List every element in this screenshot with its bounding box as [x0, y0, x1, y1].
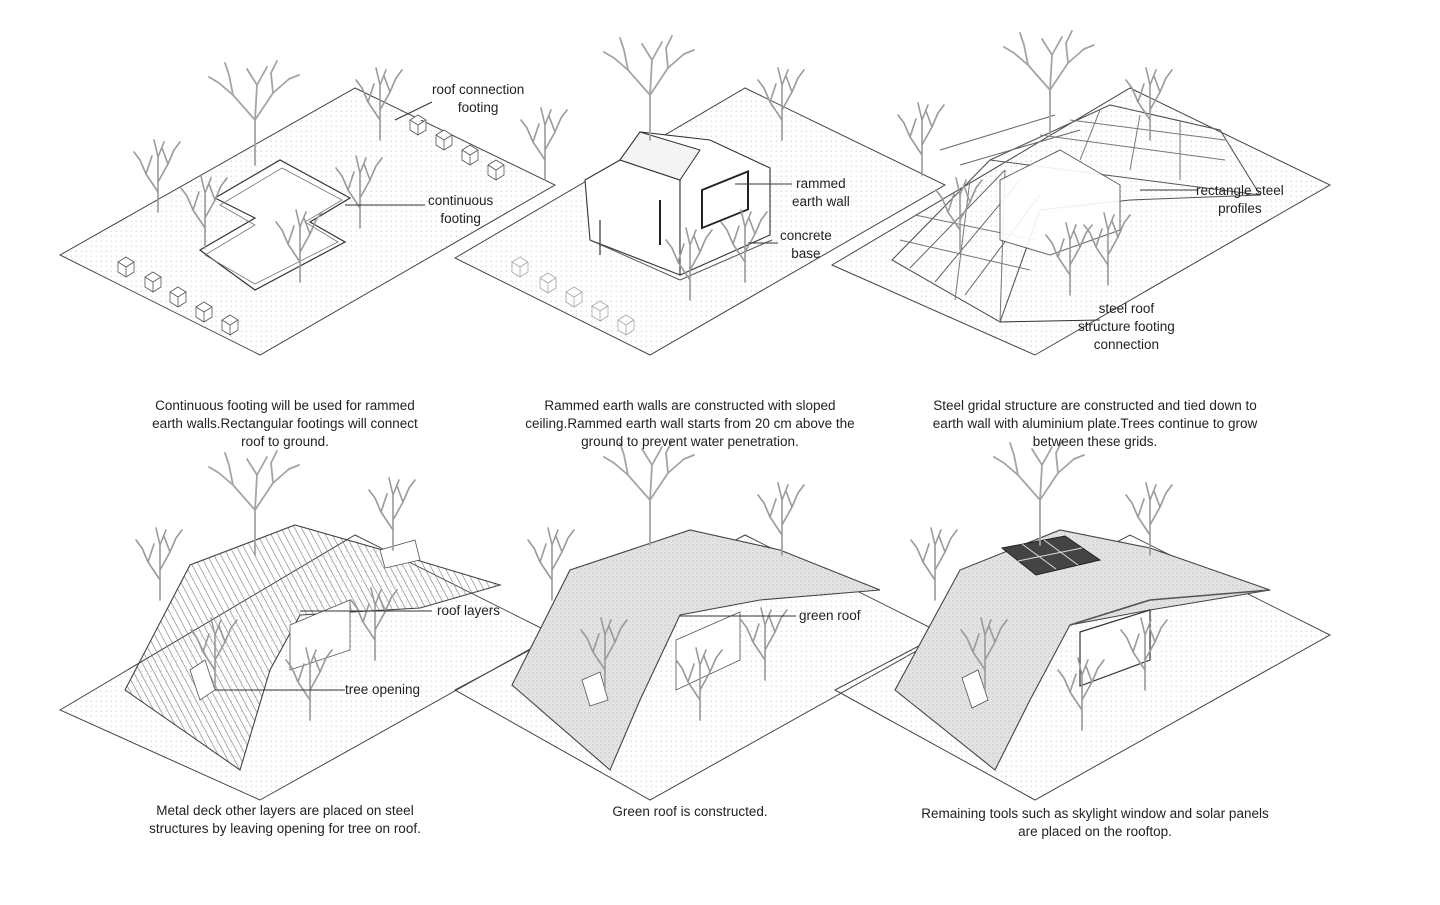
caption-step-2: Rammed earth walls are constructed with … — [500, 397, 880, 451]
caption-line: Metal deck other layers are placed on st… — [156, 803, 414, 818]
label-rectangle-steel-profiles: rectangle steel profiles — [1196, 182, 1284, 218]
panel-6-skylight-solar — [833, 440, 1332, 801]
label-line: steel roof — [1098, 301, 1155, 316]
caption-line: ground to prevent water penetration. — [581, 434, 799, 449]
label-line: rammed — [796, 176, 846, 191]
label-line: earth wall — [792, 194, 850, 209]
label-tree-opening: tree opening — [345, 682, 421, 697]
label-line: profiles — [1218, 201, 1262, 216]
label-line: base — [791, 246, 821, 261]
caption-line: between these grids. — [1032, 434, 1158, 449]
caption-line: are placed on the rooftop. — [1018, 824, 1172, 839]
caption-step-3: Steel gridal structure are constructed a… — [905, 397, 1285, 451]
caption-line: earth wall with aluminium plate.Trees co… — [932, 416, 1258, 431]
panel-5-green-roof — [453, 440, 947, 801]
panel-3-steel-grid — [830, 30, 1332, 356]
label-roof-layers: roof layers — [437, 603, 501, 618]
label-line: continuous — [428, 193, 494, 208]
green-roof-shape — [511, 529, 881, 771]
caption-line: earth walls.Rectangular footings will co… — [152, 416, 418, 431]
caption-line: roof to ground. — [241, 434, 329, 449]
caption-step-1: Continuous footing will be used for ramm… — [110, 397, 460, 451]
label-line: footing — [457, 100, 499, 115]
label-line: rectangle steel — [1196, 183, 1284, 198]
panel-2-walls — [453, 35, 947, 356]
caption-line: Rammed earth walls are constructed with … — [544, 398, 836, 413]
caption-step-6: Remaining tools such as skylight window … — [905, 805, 1285, 841]
label-line: connection — [1093, 337, 1160, 352]
caption-line: Continuous footing will be used for ramm… — [155, 398, 415, 413]
caption-line: ceiling.Rammed earth wall starts from 20… — [525, 416, 855, 431]
label-line: structure footing — [1078, 319, 1175, 334]
caption-line: Steel gridal structure are constructed a… — [933, 398, 1257, 413]
label-line: footing — [440, 211, 481, 226]
label-concrete-base: concrete base — [780, 227, 832, 263]
roof-layers-shape — [124, 524, 502, 771]
label-line: concrete — [780, 228, 832, 243]
label-rammed-earth-wall: rammed earth wall — [792, 175, 850, 211]
caption-step-5: Green roof is constructed. — [510, 803, 870, 821]
label-steel-roof-structure: steel roof structure footing connection — [1078, 300, 1175, 354]
label-green-roof: green roof — [799, 608, 861, 623]
caption-line: structures by leaving opening for tree o… — [149, 821, 421, 836]
label-roof-connection-footing: roof connection footing — [432, 81, 524, 117]
label-continuous-footing: continuous footing — [428, 192, 493, 228]
caption-line: Green roof is constructed. — [612, 804, 768, 819]
caption-line: Remaining tools such as skylight window … — [921, 806, 1269, 821]
continuous-footing-shape — [198, 159, 352, 291]
panel-1-footing — [58, 60, 557, 356]
caption-step-4: Metal deck other layers are placed on st… — [110, 802, 460, 838]
panel-4-roof-layers — [58, 450, 557, 801]
label-line: roof connection — [432, 82, 525, 97]
